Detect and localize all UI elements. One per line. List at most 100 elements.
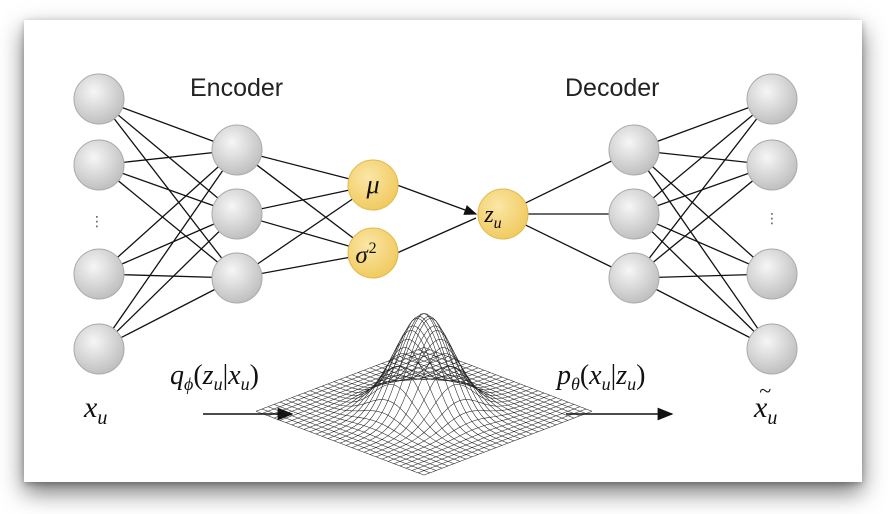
- gaussian-mesh-line: [369, 384, 539, 455]
- x-subscript: u: [602, 374, 611, 394]
- input-subscript: u: [97, 407, 107, 429]
- input-neuron: [73, 323, 125, 375]
- gaussian-mesh-line: [291, 360, 461, 426]
- output-tilde: ~: [759, 378, 771, 403]
- gaussian-mesh-line: [267, 406, 437, 471]
- p-symbol: p: [555, 360, 571, 391]
- encoder-distribution: qϕ(zu|xu): [170, 360, 259, 394]
- encoder-to-mu-edge: [236, 184, 374, 279]
- gaussian-mesh-line: [375, 392, 545, 458]
- z-subscript: u: [214, 374, 223, 394]
- gaussian-mesh-line: [387, 397, 557, 462]
- decoder-edge: [633, 213, 773, 350]
- sigma-to-z-edge: [396, 217, 477, 254]
- input-neuron: [73, 139, 125, 191]
- gaussian-mesh-line: [255, 410, 425, 476]
- encoder-edge: [98, 98, 238, 279]
- encoder-edge: [98, 98, 238, 215]
- gaussian-surface: [255, 313, 593, 476]
- decoder-edge: [633, 98, 773, 279]
- z-latent-label: zu: [483, 202, 501, 232]
- gaussian-mesh-line: [285, 399, 455, 464]
- gaussian-mesh-line: [297, 363, 467, 428]
- encoder-neuron: [211, 252, 263, 304]
- z-symbol: z: [483, 202, 494, 228]
- network-edges: [98, 98, 773, 350]
- q-symbol: q: [170, 360, 184, 391]
- decoder-edge: [633, 164, 773, 279]
- gaussian-mesh-line: [309, 384, 479, 455]
- cond-bar: |: [223, 360, 229, 391]
- gaussian-mesh-line: [321, 347, 491, 451]
- output-neuron: [746, 73, 798, 125]
- decoder-edge: [633, 149, 773, 275]
- output-ellipsis: ⋮: [765, 210, 779, 226]
- z-subscript: u: [494, 215, 502, 232]
- theta-subscript: θ: [571, 374, 580, 394]
- gaussian-mesh-line: [273, 404, 443, 469]
- gaussian-mesh-line: [333, 318, 503, 446]
- input-ellipsis: ⋮: [90, 213, 104, 229]
- input-label: xu: [83, 391, 107, 429]
- decoder-edge: [633, 98, 773, 215]
- mu-to-z-arrow: [396, 184, 478, 215]
- input-neuron: [73, 73, 125, 125]
- gaussian-mesh-line: [423, 410, 593, 476]
- gaussian-mesh-line: [411, 406, 581, 471]
- x-var: x: [227, 360, 241, 391]
- gaussian-mesh-line: [351, 330, 521, 448]
- decoder-distribution: pθ(xu|zu): [555, 360, 645, 394]
- encoder-edge: [98, 164, 238, 279]
- output-symbol: x: [753, 391, 768, 424]
- gaussian-mesh-line: [345, 318, 515, 446]
- z-subscript: u: [627, 374, 636, 394]
- encoder-edge: [98, 149, 238, 350]
- z-var: z: [202, 360, 214, 391]
- decoder-edge: [633, 149, 773, 350]
- gaussian-mesh-line: [399, 401, 569, 467]
- x-var: x: [588, 360, 602, 391]
- decoder-title: Decoder: [565, 74, 660, 102]
- gaussian-mesh-line: [279, 401, 449, 467]
- output-neuron: [746, 323, 798, 375]
- sigma-symbol: σ: [355, 242, 369, 269]
- decoder-neuron: [608, 252, 660, 304]
- encoder-neuron: [211, 188, 263, 240]
- gaussian-mesh-line: [297, 395, 467, 460]
- gaussian-mesh-line: [381, 363, 551, 428]
- gaussian-mesh-line: [327, 330, 497, 448]
- gaussian-mesh-line: [387, 360, 557, 426]
- gaussian-mesh-line: [339, 313, 509, 444]
- cond-bar: |: [611, 360, 617, 391]
- gaussian-mesh-line: [381, 395, 551, 460]
- input-symbol: x: [83, 391, 98, 424]
- mu-label: μ: [365, 170, 379, 199]
- x-subscript: u: [241, 374, 250, 394]
- z-var: z: [615, 360, 627, 391]
- encoder-title: Encoder: [190, 74, 283, 102]
- diagram-card: [24, 20, 862, 482]
- sigma-label: σ2: [355, 240, 376, 269]
- sigma-neuron: [347, 227, 399, 279]
- output-label: xu: [753, 391, 777, 429]
- decoder-neuron: [608, 124, 660, 176]
- paren-open: (: [580, 360, 589, 391]
- input-neuron: [73, 248, 125, 300]
- encoder-neuron: [211, 124, 263, 176]
- gaussian-mesh-line: [261, 408, 431, 474]
- gaussian-mesh-line: [357, 347, 527, 451]
- sigma-exponent: 2: [369, 240, 377, 257]
- output-neuron: [746, 248, 798, 300]
- paren-close: ): [636, 360, 645, 391]
- gaussian-mesh-line: [417, 408, 587, 474]
- gaussian-mesh-line: [339, 313, 509, 444]
- network-nodes: [73, 73, 798, 375]
- gaussian-mesh-line: [393, 399, 563, 464]
- output-neuron: [746, 139, 798, 191]
- decoder-neuron: [608, 188, 660, 240]
- gaussian-mesh-line: [291, 397, 461, 462]
- decoder-edge: [633, 277, 773, 350]
- gaussian-mesh-line: [405, 404, 575, 469]
- paren-open: (: [193, 360, 202, 391]
